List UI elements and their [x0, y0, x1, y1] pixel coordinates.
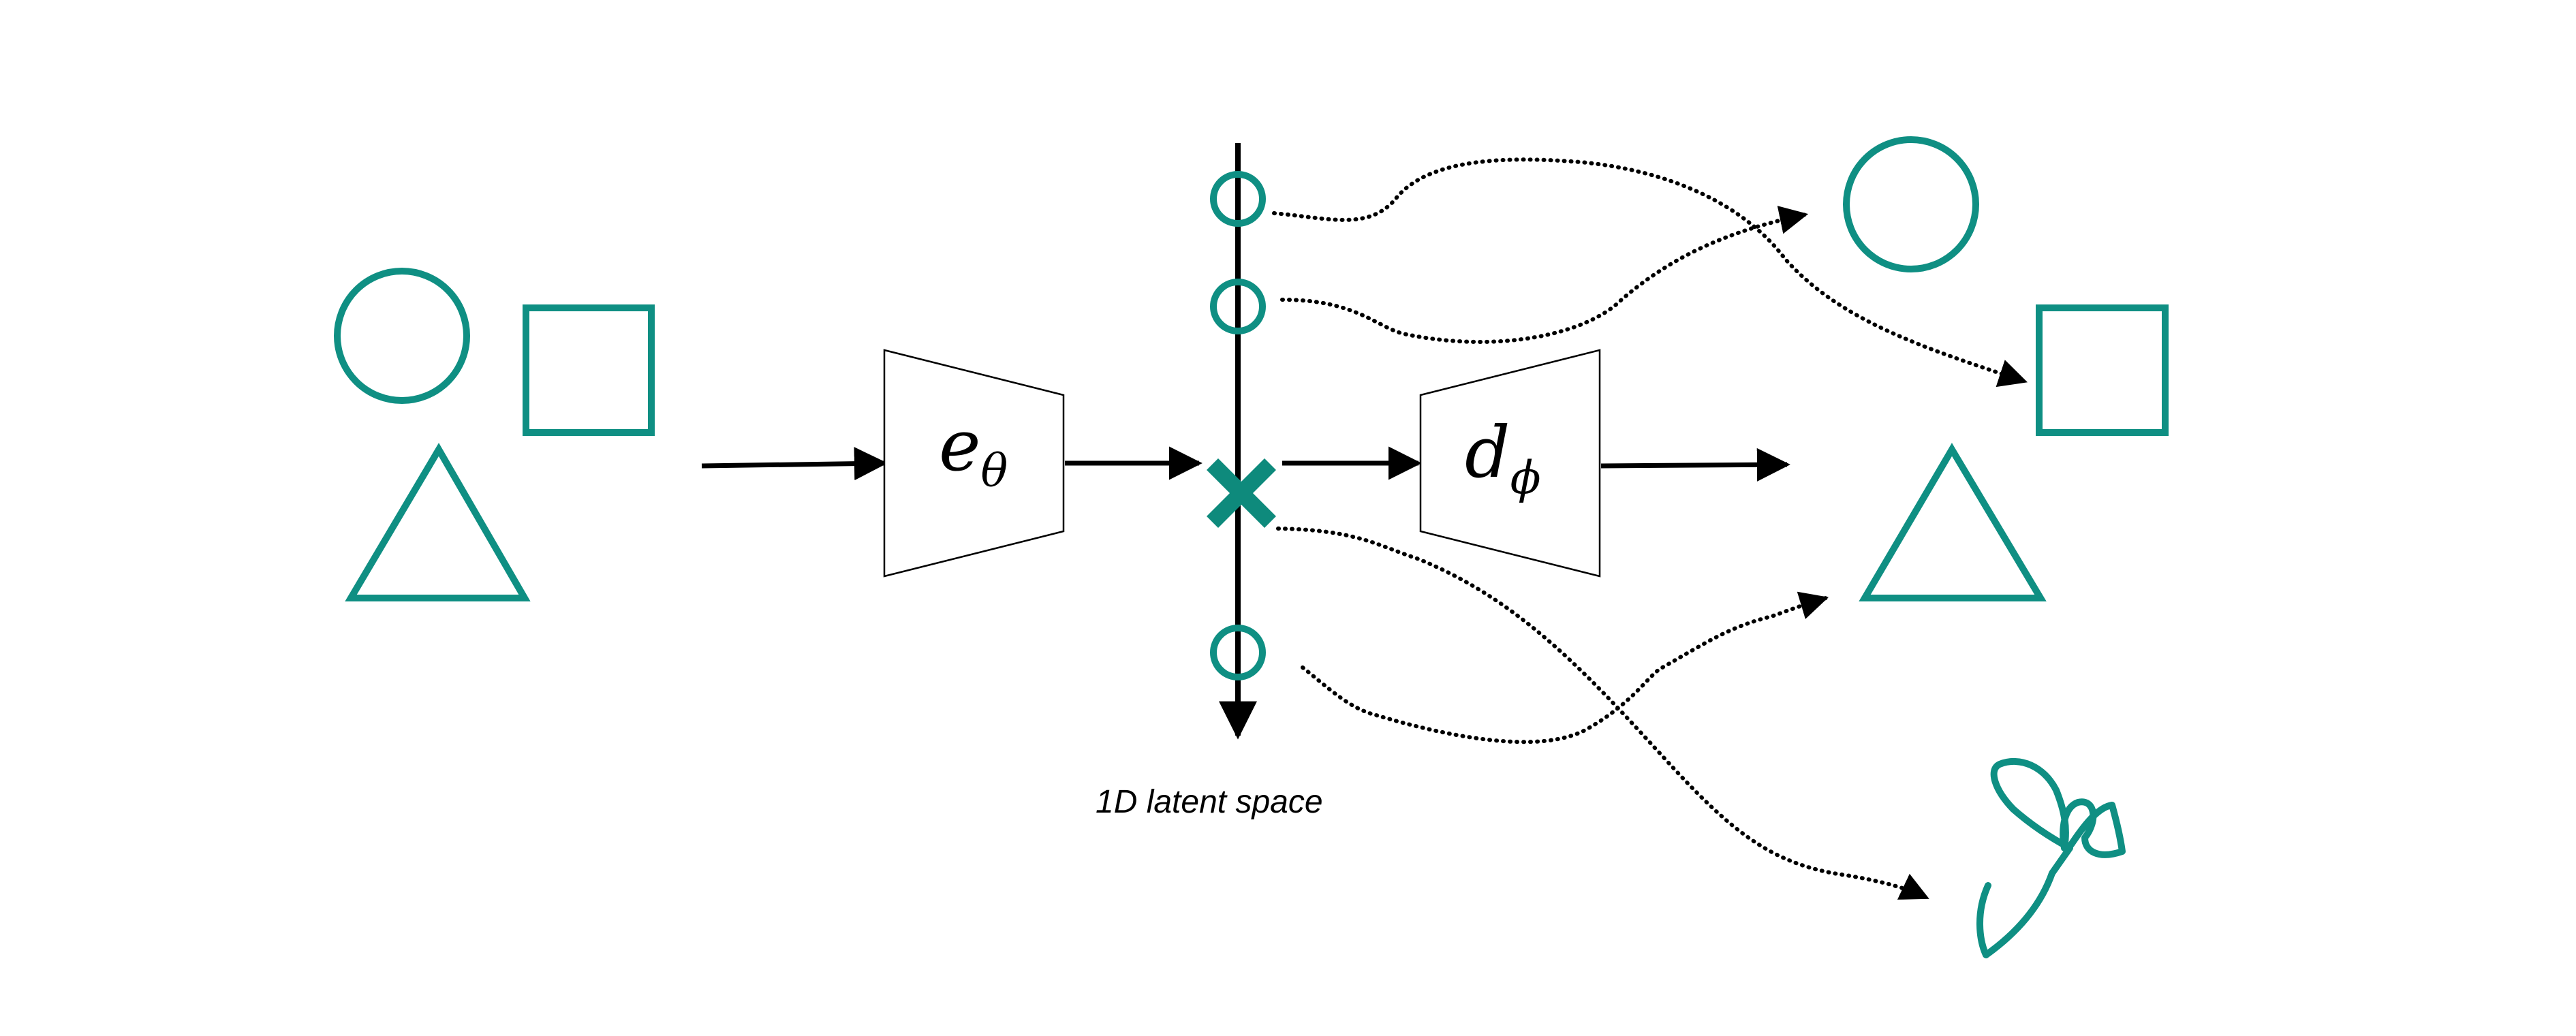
- decoder-symbol: d: [1465, 411, 1510, 494]
- input-arrow: [701, 447, 888, 481]
- decoder-label: dϕ: [1465, 411, 1541, 504]
- latent-encoded-x-marker: [1207, 458, 1276, 528]
- output-shapes: [1843, 136, 2169, 958]
- latent-mapping-arrows: [1272, 157, 2028, 900]
- latent-space-label: 1D latent space: [1096, 784, 1323, 820]
- mapping-arrow-point1-to-square: [1272, 157, 2028, 388]
- latent-point-4: [1210, 625, 1266, 680]
- mapping-arrow-x-to-scribble: [1276, 527, 1929, 900]
- latent-point-2: [1210, 279, 1266, 334]
- output-square: [2036, 304, 2169, 436]
- input-circle: [334, 268, 470, 404]
- encoder-label: eθ: [939, 404, 1008, 497]
- mapping-arrow-point2-to-circle: [1280, 206, 1809, 344]
- mapping-arrow-point4-to-triangle: [1301, 591, 1829, 744]
- encoder-block: eθ: [883, 349, 1065, 578]
- decoder-subscript: ϕ: [1510, 452, 1541, 504]
- encoder-trapezoid: [883, 349, 1065, 578]
- input-triangle: [345, 443, 531, 601]
- output-circle: [1843, 136, 1979, 272]
- latent-point-1: [1210, 171, 1266, 227]
- input-square: [523, 304, 655, 436]
- output-scribble: [1976, 758, 2126, 958]
- encoder-symbol: e: [939, 404, 981, 487]
- output-arrow: [1600, 448, 1790, 482]
- input-shapes: [334, 268, 655, 601]
- decoder-block: dϕ: [1419, 349, 1601, 578]
- encoder-subscript: θ: [981, 445, 1008, 497]
- output-triangle: [1859, 443, 2047, 601]
- latent-axis-group: 1D latent space: [1096, 143, 1323, 820]
- decoder-trapezoid: [1419, 349, 1601, 578]
